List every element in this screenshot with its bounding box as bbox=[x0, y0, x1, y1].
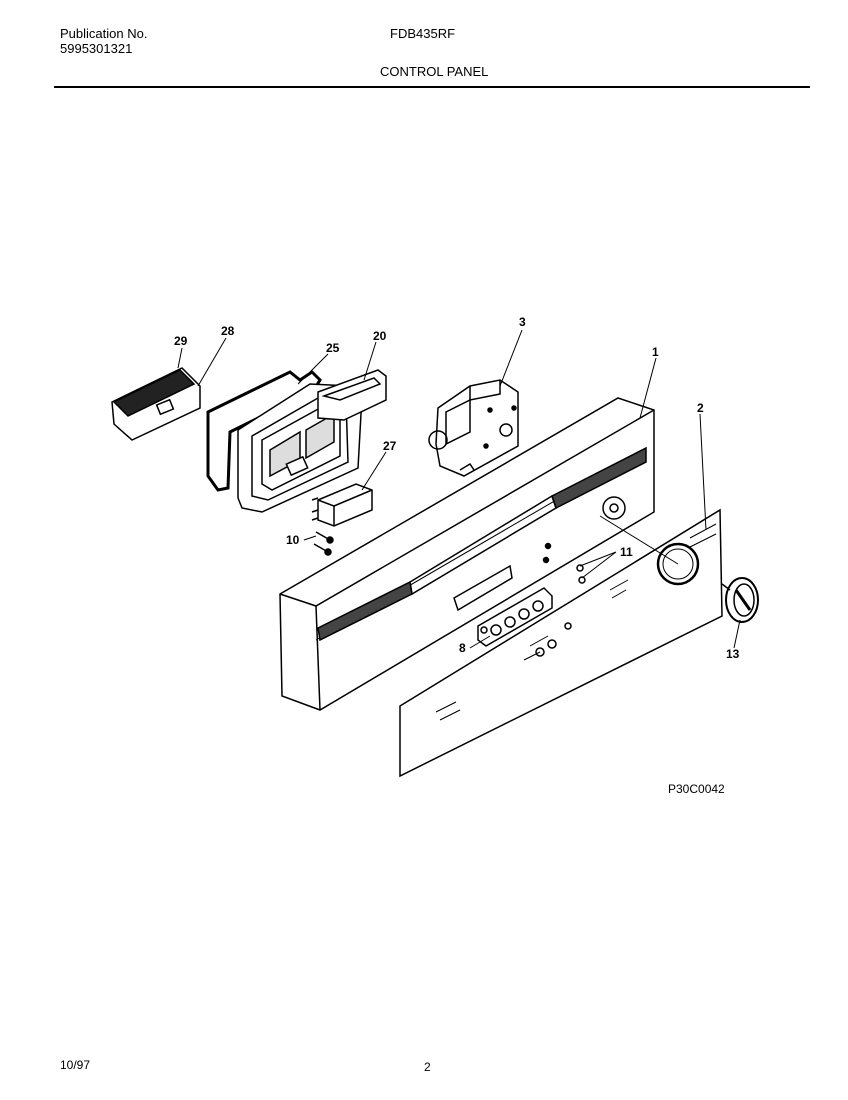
leader-lines bbox=[177, 329, 741, 649]
leader-10 bbox=[303, 535, 317, 541]
callout-3: 3 bbox=[519, 315, 526, 329]
leader-28 bbox=[197, 337, 227, 387]
part-29-grille bbox=[111, 367, 201, 441]
part-11-indicators bbox=[542, 542, 586, 584]
part-3-timer bbox=[428, 379, 519, 477]
leader-8 bbox=[469, 635, 491, 649]
callout-25: 25 bbox=[326, 341, 340, 355]
callout-13: 13 bbox=[726, 647, 740, 661]
leader-2 bbox=[699, 413, 707, 531]
part-8-button-switch bbox=[477, 587, 553, 647]
figure-code: P30C0042 bbox=[668, 782, 725, 796]
page-number: 2 bbox=[424, 1060, 431, 1074]
leader-25 bbox=[297, 353, 329, 385]
callout-2: 2 bbox=[697, 401, 704, 415]
section-title: CONTROL PANEL bbox=[380, 64, 489, 79]
leader-3 bbox=[499, 329, 523, 387]
part-10-screws bbox=[313, 531, 334, 556]
leader-20 bbox=[363, 341, 377, 381]
part-20-cover bbox=[317, 369, 387, 421]
callout-labels: 1 2 3 8 10 11 13 20 25 27 28 29 bbox=[174, 315, 740, 661]
part-27-module bbox=[311, 483, 373, 527]
callout-20: 20 bbox=[373, 329, 387, 343]
leader-29 bbox=[177, 347, 183, 369]
callout-11: 11 bbox=[620, 545, 633, 559]
part-13-knob bbox=[721, 577, 759, 623]
callout-8: 8 bbox=[459, 641, 466, 655]
part-1-console-panel bbox=[279, 397, 655, 711]
model-number: FDB435RF bbox=[390, 26, 456, 41]
part-2-overlay bbox=[399, 508, 723, 778]
callout-27: 27 bbox=[383, 439, 397, 453]
footer-date: 10/97 bbox=[60, 1058, 91, 1072]
leader-11 bbox=[579, 551, 617, 579]
publication-number: 5995301321 bbox=[60, 41, 133, 56]
knob-axis bbox=[599, 515, 679, 565]
callout-29: 29 bbox=[174, 334, 188, 348]
leader-1 bbox=[639, 357, 657, 419]
callout-10: 10 bbox=[286, 533, 300, 547]
callout-1: 1 bbox=[652, 345, 659, 359]
leader-13 bbox=[733, 619, 741, 649]
callout-28: 28 bbox=[221, 324, 235, 338]
publication-label: Publication No. bbox=[60, 26, 148, 41]
header-rule bbox=[54, 86, 810, 88]
leader-27 bbox=[361, 451, 387, 491]
